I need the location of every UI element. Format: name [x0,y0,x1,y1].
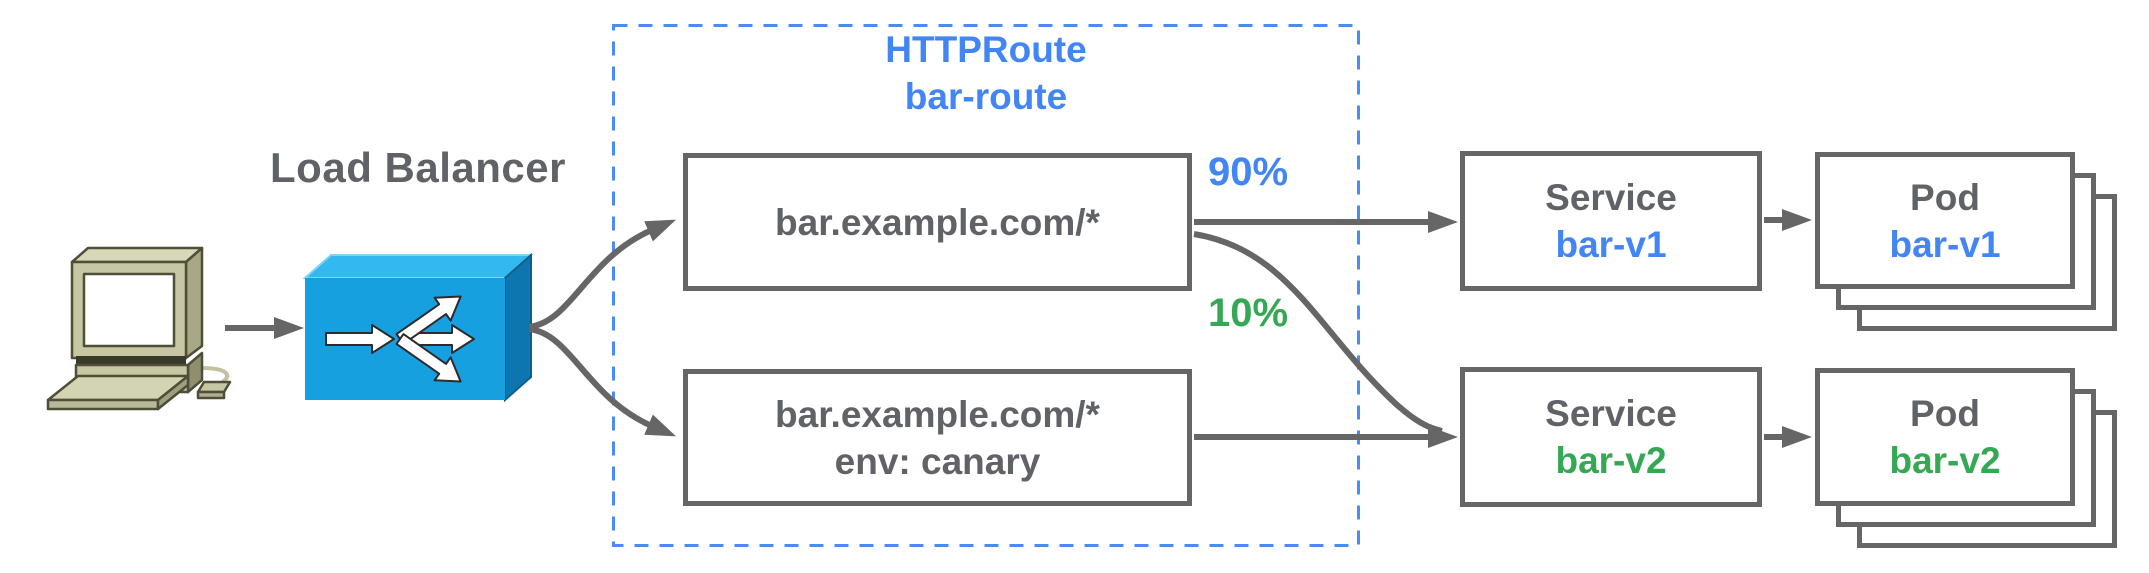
pod-bar-v2-box: Pod bar-v2 [1815,368,2075,506]
service-bar-v1-box: Service bar-v1 [1460,151,1762,291]
pod-v1-name: bar-v1 [1889,223,2001,265]
pod-bar-v1-box: Pod bar-v1 [1815,152,2075,289]
desktop-computer-icon [46,246,232,411]
pod-v1-kind: Pod [1910,176,1980,218]
service-v2-kind: Service [1545,393,1677,434]
route-rule-1-box: bar.example.com/* [683,153,1192,291]
route-rule-2-header-match: env: canary [834,440,1041,482]
pod-v2-kind: Pod [1910,393,1980,434]
service-v2-name: bar-v2 [1555,440,1667,481]
arrow-lb-to-rule-2 [528,326,677,437]
arrow-rule-1-to-service-v2 [1193,231,1443,434]
httproute-name: bar-route [904,76,1068,117]
weight-label-10: 10% [1208,291,1289,335]
pod-v2-name: bar-v2 [1889,440,2001,481]
load-balancer-cube-icon [302,252,534,403]
httproute-title: HTTPRoute bar-route [736,26,1236,120]
route-rule-2-box: bar.example.com/* env: canary [683,369,1192,506]
mouse-edge [196,390,226,400]
service-v1-name: bar-v1 [1555,224,1667,265]
arrow-lb-to-rule-1 [528,219,677,330]
lb-out-arrow-down [395,333,462,383]
load-balancer-label: Load Balancer [270,144,566,191]
service-v1-kind: Service [1545,177,1677,218]
route-rule-2-match: bar.example.com/* [775,393,1100,435]
lb-in-arrow [325,324,395,354]
mouse [196,380,232,394]
service-bar-v2-box: Service bar-v2 [1460,367,1762,507]
weight-label-90: 90% [1208,150,1289,194]
httproute-group-border [612,24,1360,547]
httproute-kind: HTTPRoute [885,29,1087,70]
route-rule-1-match: bar.example.com/* [775,201,1100,243]
